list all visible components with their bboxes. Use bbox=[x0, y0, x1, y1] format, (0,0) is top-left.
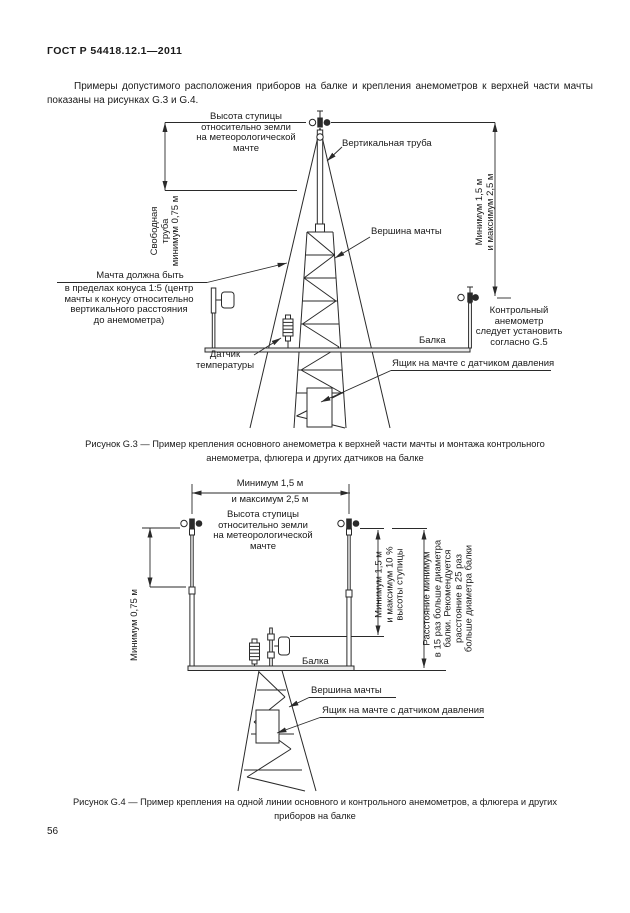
intro-paragraph: Примеры допустимого расположения приборо… bbox=[47, 81, 593, 106]
g4-hub-offset-dim-label: Минимум 1,5 м и максимум 10 % высоты сту… bbox=[373, 546, 406, 623]
g3-control-anemometer-label: Контрольный анемометр следует установить… bbox=[475, 305, 563, 348]
g3-free-tube-label: Свободная труба минимум 0,75 м bbox=[149, 195, 181, 267]
g4-dim-top-max-label: и максимум 2,5 м bbox=[231, 494, 309, 505]
g4-caption: Рисунок G.4 — Пример крепления на одной … bbox=[72, 797, 557, 821]
g3-mast-top-label: Вершина мачты bbox=[371, 226, 442, 237]
doc-number: ГОСТ Р 54418.12.1—2011 bbox=[47, 45, 183, 57]
g3-cone-label-body: в пределах конуса 1:5 (центр мачты к кон… bbox=[64, 283, 194, 326]
g3-vertical-tube-label: Вертикальная труба bbox=[342, 138, 432, 149]
g3-hub-height-label: Высота ступицы относительно земли на мет… bbox=[196, 111, 296, 154]
g3-caption: Рисунок G.3 — Пример крепления основного… bbox=[85, 439, 545, 463]
g4-beam-distance-dim-label: Расстояние минимум в 15 раз больше диаме… bbox=[421, 539, 475, 658]
g4-hub-height-label: Высота ступицы относительно земли на мет… bbox=[213, 509, 313, 552]
g4-dim-top-min-label: Минимум 1,5 м bbox=[236, 478, 304, 489]
g4-mast-top-label: Вершина мачты bbox=[311, 685, 382, 696]
g4-beam-label: Балка bbox=[302, 656, 329, 667]
g3-cone-label-title: Мачта должна быть bbox=[96, 270, 184, 281]
g3-beam-label: Балка bbox=[419, 335, 446, 346]
page-number: 56 bbox=[47, 826, 59, 837]
g3-box-label: Ящик на мачте с датчиком давления bbox=[392, 358, 555, 369]
g4-box-label: Ящик на мачте с датчиком давления bbox=[322, 705, 485, 716]
g3-dim-right-label: Минимум 1,5 м и максимум 2,5 м bbox=[474, 173, 496, 251]
g4-min-075-label: Минимум 0,75 м bbox=[129, 589, 140, 661]
g3-temp-sensor-label: Датчик температуры bbox=[195, 349, 255, 371]
